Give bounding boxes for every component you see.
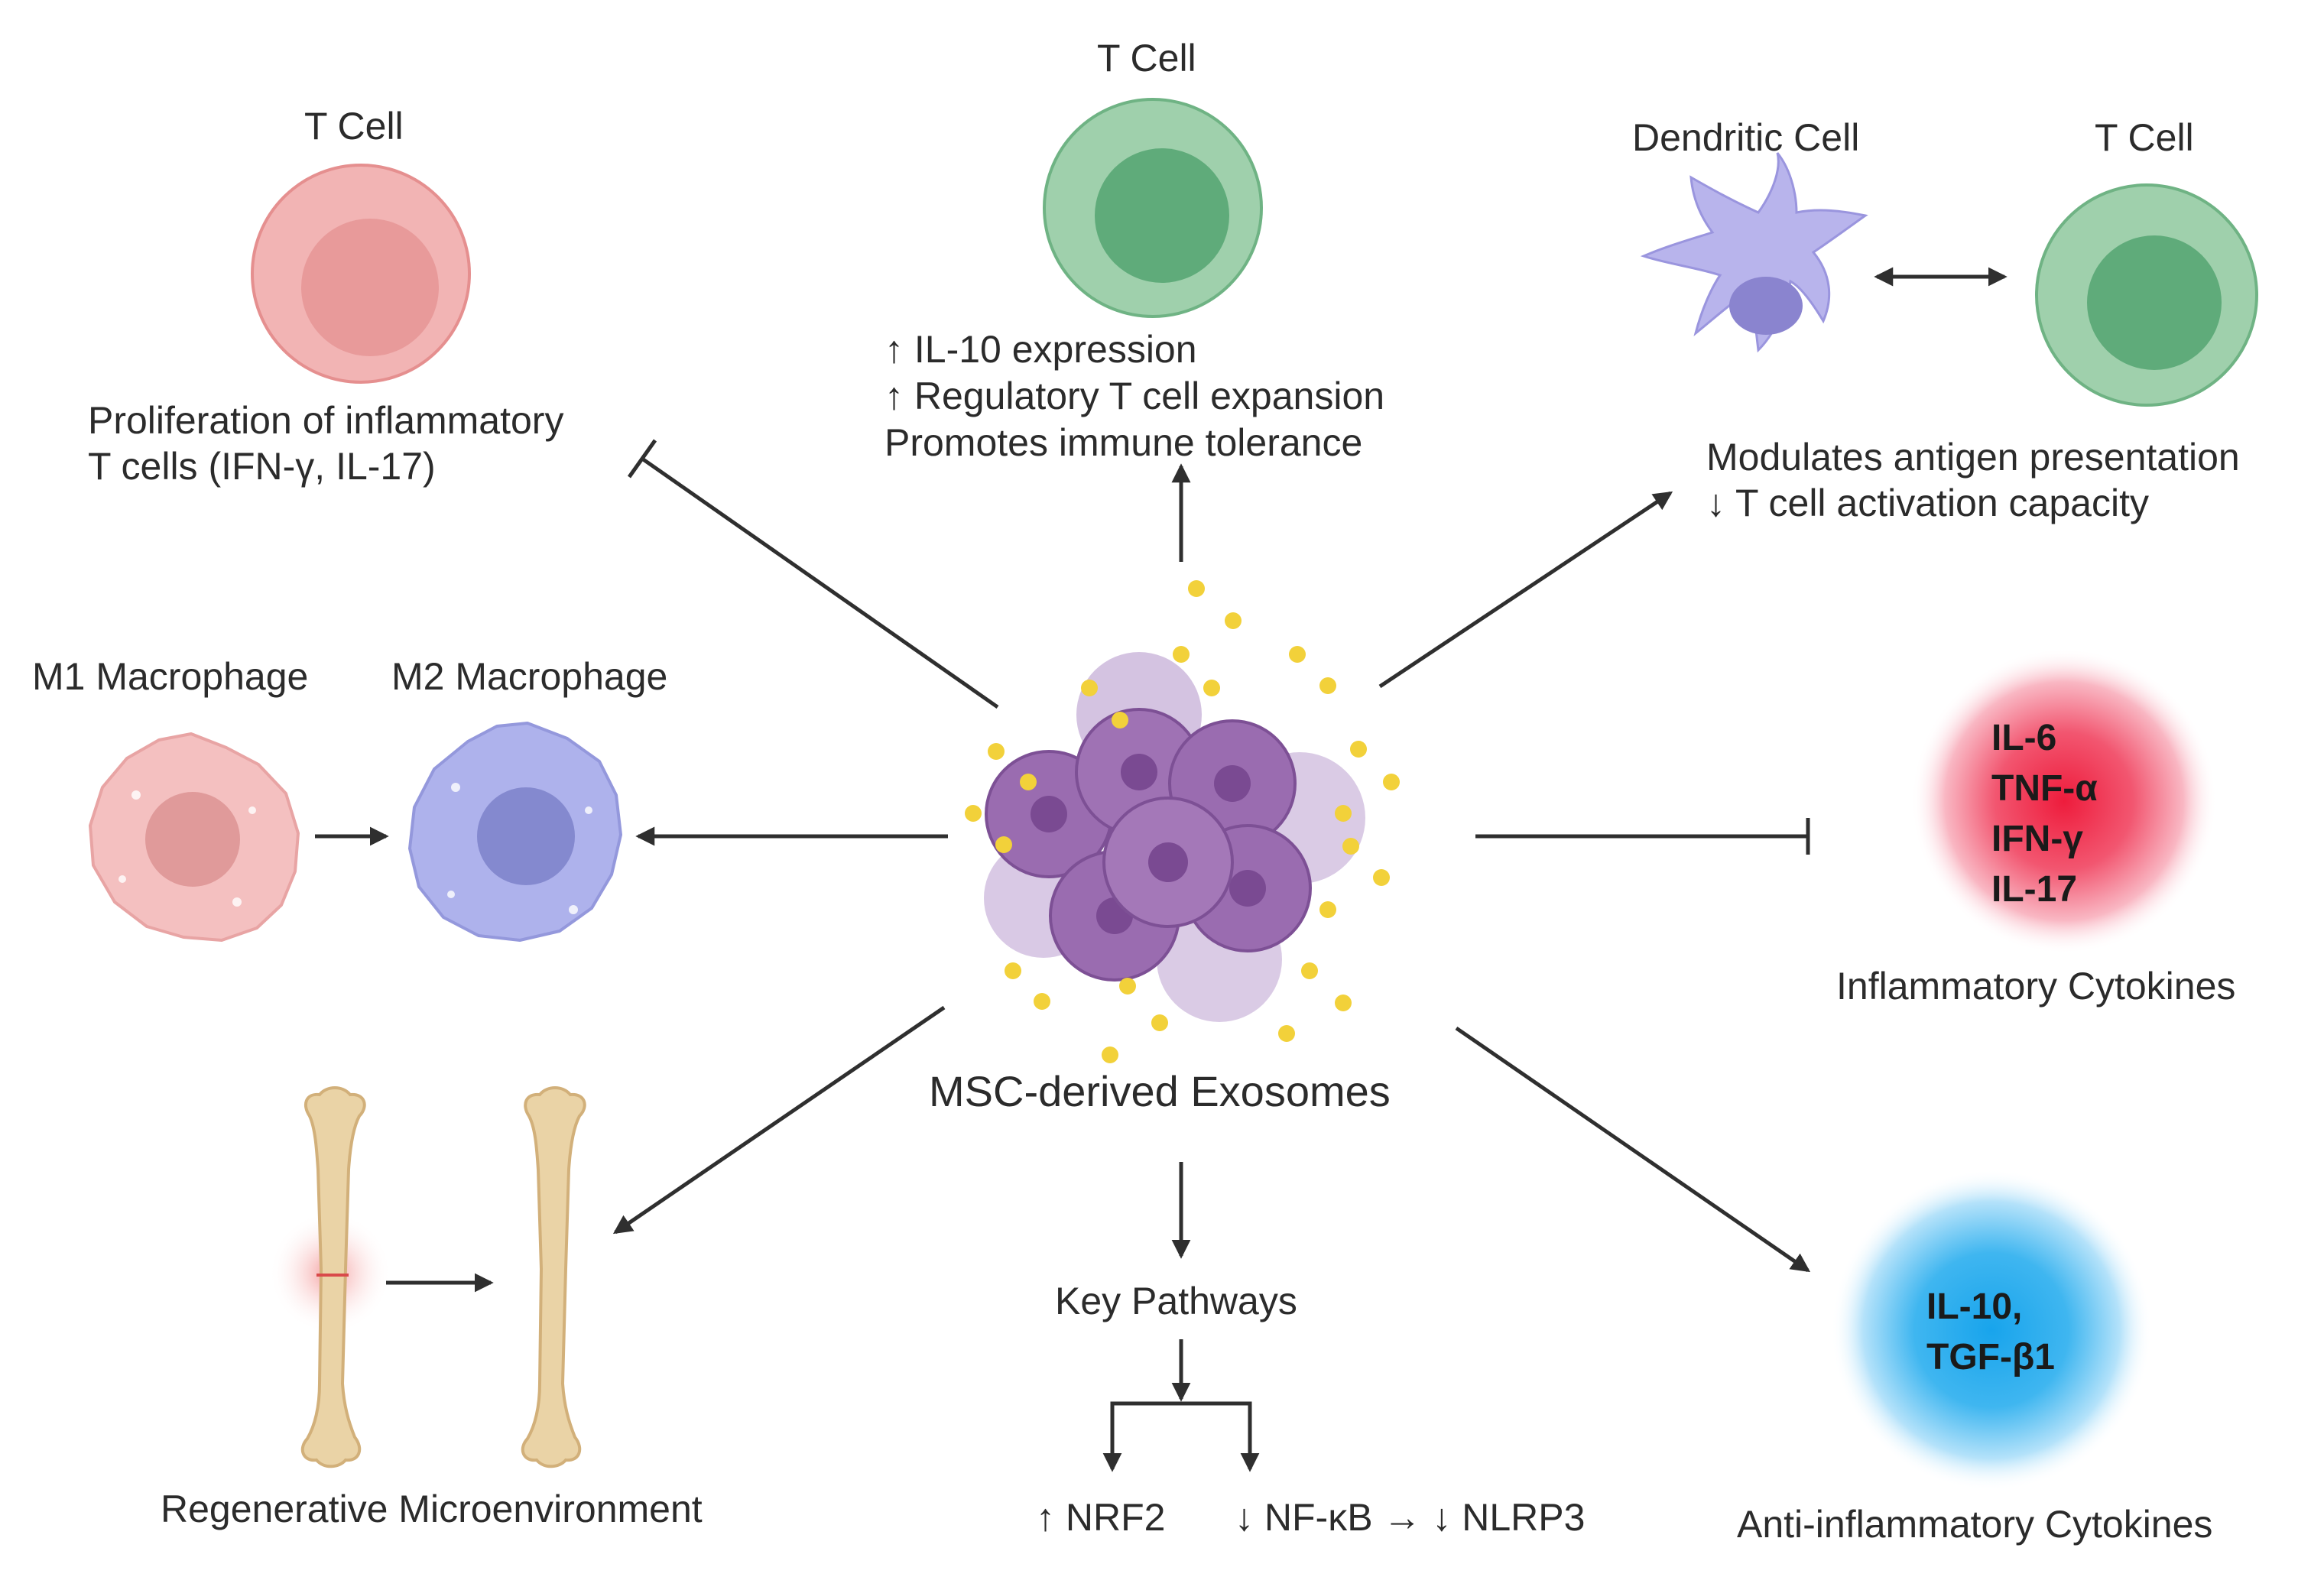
il17-label: IL-17 xyxy=(1991,869,2078,910)
tcell-regulatory xyxy=(1043,98,1263,318)
tcell-antigen-target xyxy=(2035,183,2258,407)
tgf-beta1-label: TGF-β1 xyxy=(1926,1337,2055,1377)
connector-lines xyxy=(315,267,2008,1472)
inflammatory-cytokine-cloud xyxy=(1911,648,2217,954)
m2-macrophage-label: M2 Macrophage xyxy=(391,655,668,698)
arrow-regenerative xyxy=(612,1005,946,1235)
tnf-alpha-label: TNF-α xyxy=(1991,768,2098,809)
immune-tolerance-text: Promotes immune tolerance xyxy=(884,421,1363,464)
dendritic-cell-label: Dendritic Cell xyxy=(1632,116,1860,159)
inflammatory-tcell-caption-line2: T cells (IFN-γ, IL-17) xyxy=(88,445,436,488)
m1-macrophage xyxy=(89,732,300,942)
exosome-cluster xyxy=(984,652,1365,1022)
m2-macrophage xyxy=(408,722,622,942)
tcell-right-label: T Cell xyxy=(2095,116,2194,159)
inhibit-line-tcell xyxy=(641,456,999,709)
key-pathways-label: Key Pathways xyxy=(1055,1280,1297,1322)
dendritic-cell xyxy=(1640,152,1868,353)
nfkb-nlrp3-label: ↓ NF-κB → ↓ NLRP3 xyxy=(1235,1496,1586,1539)
healed-bone xyxy=(521,1086,586,1468)
pathway-branch xyxy=(1110,1401,1252,1468)
tcell-activation-text: ↓ T cell activation capacity xyxy=(1706,482,2149,524)
inflammatory-tcell-caption-line1: Proliferation of inflammatory xyxy=(88,399,564,442)
ifn-gamma-label: IFN-γ xyxy=(1991,819,2083,859)
il10-expression-text: ↑ IL-10 expression xyxy=(884,328,1197,371)
nrf2-label: ↑ NRF2 xyxy=(1036,1496,1166,1539)
inhibit-bar-tcell xyxy=(627,439,657,479)
il6-label: IL-6 xyxy=(1991,718,2057,758)
il10-label: IL-10, xyxy=(1926,1287,2023,1327)
treg-expansion-text: ↑ Regulatory T cell expansion xyxy=(884,375,1385,417)
tcell-inflammatory xyxy=(251,164,471,384)
anti-inflammatory-cytokine-cloud xyxy=(1831,1170,2152,1491)
tcell-regulatory-label: T Cell xyxy=(1097,37,1196,79)
tcell-inflammatory-label: T Cell xyxy=(304,105,404,148)
anti-inflammatory-cytokines-label: Anti-inflammatory Cytokines xyxy=(1737,1503,2213,1546)
inflammatory-cytokines-label: Inflammatory Cytokines xyxy=(1836,965,2236,1008)
fractured-bone xyxy=(269,1086,391,1468)
arrow-anti-inflammatory xyxy=(1455,1026,1811,1273)
exosome-vesicles xyxy=(965,580,1400,1063)
center-label: MSC-derived Exosomes xyxy=(929,1067,1391,1115)
arrow-antigen xyxy=(1378,491,1673,689)
m1-macrophage-label: M1 Macrophage xyxy=(32,655,309,698)
antigen-presentation-text: Modulates antigen presentation xyxy=(1706,436,2240,479)
regenerative-microenvironment-label: Regenerative Microenvironment xyxy=(161,1488,703,1530)
